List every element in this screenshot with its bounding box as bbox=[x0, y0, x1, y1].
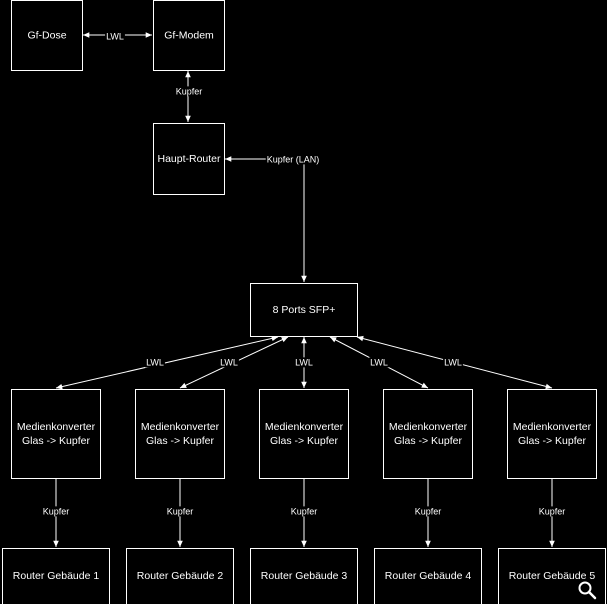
edge-label-sw-mk4: LWL bbox=[370, 357, 388, 367]
edge-label-background bbox=[105, 31, 125, 42]
edge-label-background bbox=[41, 506, 71, 517]
node-label: Glas -> Kupfer bbox=[394, 435, 462, 447]
node-label: Router Gebäude 5 bbox=[509, 570, 596, 582]
connector-switch-router bbox=[225, 156, 307, 282]
edge-label-background bbox=[265, 154, 321, 165]
node-box[interactable] bbox=[153, 123, 225, 195]
node-label: Glas -> Kupfer bbox=[22, 435, 90, 447]
edge-label-background bbox=[219, 357, 239, 368]
node-box[interactable] bbox=[383, 389, 473, 479]
node-box[interactable] bbox=[374, 548, 482, 604]
node-label: Medienkonverter bbox=[141, 421, 220, 433]
node-label: Router Gebäude 2 bbox=[137, 570, 224, 582]
node-label: Medienkonverter bbox=[389, 421, 468, 433]
node-box[interactable] bbox=[2, 548, 110, 604]
node-label: Medienkonverter bbox=[513, 421, 592, 433]
node-label: Glas -> Kupfer bbox=[270, 435, 338, 447]
node-gf-modem[interactable]: Gf-Modem bbox=[153, 0, 225, 71]
node-haupt-router[interactable]: Haupt-Router bbox=[153, 123, 225, 195]
edge-label-background bbox=[174, 86, 204, 97]
node-r3[interactable]: Router Gebäude 3 bbox=[250, 548, 358, 604]
node-label: 8 Ports SFP+ bbox=[273, 304, 336, 316]
edge-label-sw-mk1: LWL bbox=[146, 357, 164, 367]
edge-label-mk4-r4: Kupfer bbox=[415, 506, 442, 516]
edge-label-background bbox=[165, 506, 195, 517]
edge-label-mk1-r1: Kupfer bbox=[43, 506, 70, 516]
node-r1[interactable]: Router Gebäude 1 bbox=[2, 548, 110, 604]
node-r4[interactable]: Router Gebäude 4 bbox=[374, 548, 482, 604]
edge-label-background bbox=[145, 357, 165, 368]
magnifier-icon[interactable] bbox=[577, 580, 597, 600]
edge-label-switch-router: Kupfer (LAN) bbox=[267, 154, 320, 164]
edge-label-background bbox=[289, 506, 319, 517]
node-box[interactable] bbox=[153, 0, 225, 71]
node-box[interactable] bbox=[250, 548, 358, 604]
node-label: Glas -> Kupfer bbox=[146, 435, 214, 447]
edge-label-mk3-r3: Kupfer bbox=[291, 506, 318, 516]
edge-label-dose-modem: LWL bbox=[106, 31, 124, 41]
edge-label-sw-mk5: LWL bbox=[444, 357, 462, 367]
node-label: Gf-Modem bbox=[164, 29, 214, 41]
node-box[interactable] bbox=[11, 0, 83, 71]
edge-label-sw-mk2: LWL bbox=[220, 357, 238, 367]
edge-label-background bbox=[294, 357, 314, 368]
node-box[interactable] bbox=[250, 283, 358, 337]
edge-label-mk2-r2: Kupfer bbox=[167, 506, 194, 516]
connector-sw-mk1 bbox=[55, 335, 279, 390]
node-label: Glas -> Kupfer bbox=[518, 435, 586, 447]
edge-label-background bbox=[369, 357, 389, 368]
node-box[interactable] bbox=[507, 389, 597, 479]
node-box[interactable] bbox=[135, 389, 225, 479]
node-box[interactable] bbox=[259, 389, 349, 479]
node-box[interactable] bbox=[498, 548, 606, 604]
edge-label-background bbox=[537, 506, 567, 517]
edge-label-background bbox=[413, 506, 443, 517]
node-box[interactable] bbox=[126, 548, 234, 604]
node-r2[interactable]: Router Gebäude 2 bbox=[126, 548, 234, 604]
edge-label-modem-router: Kupfer bbox=[176, 86, 203, 96]
node-r5[interactable]: Router Gebäude 5 bbox=[498, 548, 606, 604]
node-label: Router Gebäude 4 bbox=[385, 570, 472, 582]
node-label: Medienkonverter bbox=[265, 421, 344, 433]
edge-label-sw-mk3: LWL bbox=[295, 357, 313, 367]
edge-label-mk5-r5: Kupfer bbox=[539, 506, 566, 516]
node-box[interactable] bbox=[11, 389, 101, 479]
node-gf-dose[interactable]: Gf-Dose bbox=[11, 0, 83, 71]
node-label: Router Gebäude 1 bbox=[13, 570, 100, 582]
node-label: Router Gebäude 3 bbox=[261, 570, 348, 582]
node-label: Haupt-Router bbox=[157, 153, 221, 165]
node-label: Gf-Dose bbox=[27, 29, 66, 41]
node-switch-sfp[interactable]: 8 Ports SFP+ bbox=[250, 283, 358, 337]
edge-label-background bbox=[443, 357, 463, 368]
node-label: Medienkonverter bbox=[17, 421, 96, 433]
